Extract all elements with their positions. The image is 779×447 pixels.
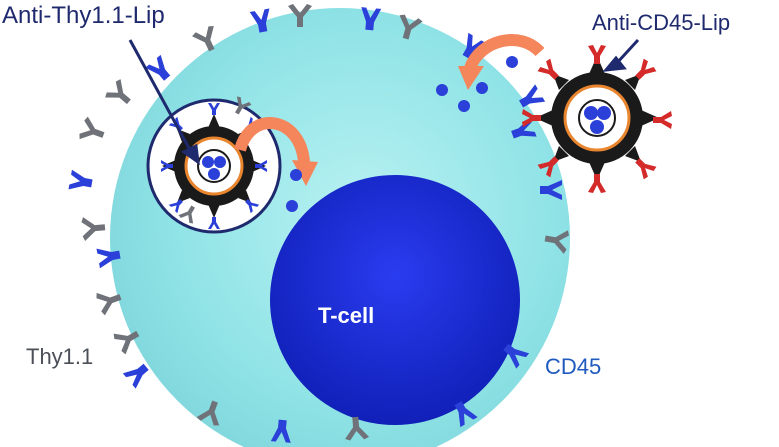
label-pointers bbox=[128, 38, 640, 166]
curved-arrow-icon bbox=[234, 117, 310, 163]
released-drug-dots bbox=[436, 56, 518, 112]
released-drug-dots bbox=[286, 169, 302, 212]
receptor-cd45-icon bbox=[68, 169, 94, 194]
liposome-icon bbox=[535, 56, 659, 180]
receptor-cd45-icon bbox=[145, 54, 175, 85]
receptor-thy11-icon bbox=[81, 215, 107, 242]
receptor-thy11-icon bbox=[77, 115, 108, 147]
cd45-label: CD45 bbox=[545, 354, 602, 379]
receptor-thy11-icon bbox=[103, 77, 137, 111]
anti-thy11-lip-label: Anti-Thy1.1-Lip bbox=[2, 2, 165, 29]
curved-arrow-icon bbox=[464, 34, 545, 71]
anti-cd45-liposome bbox=[522, 45, 672, 193]
anti-cd45-lip-label: Anti-CD45-Lip bbox=[592, 10, 731, 35]
thy11-label: Thy1.1 bbox=[26, 344, 94, 369]
t-cell-nucleus bbox=[270, 175, 520, 425]
t-cell-label: T-cell bbox=[318, 303, 375, 328]
